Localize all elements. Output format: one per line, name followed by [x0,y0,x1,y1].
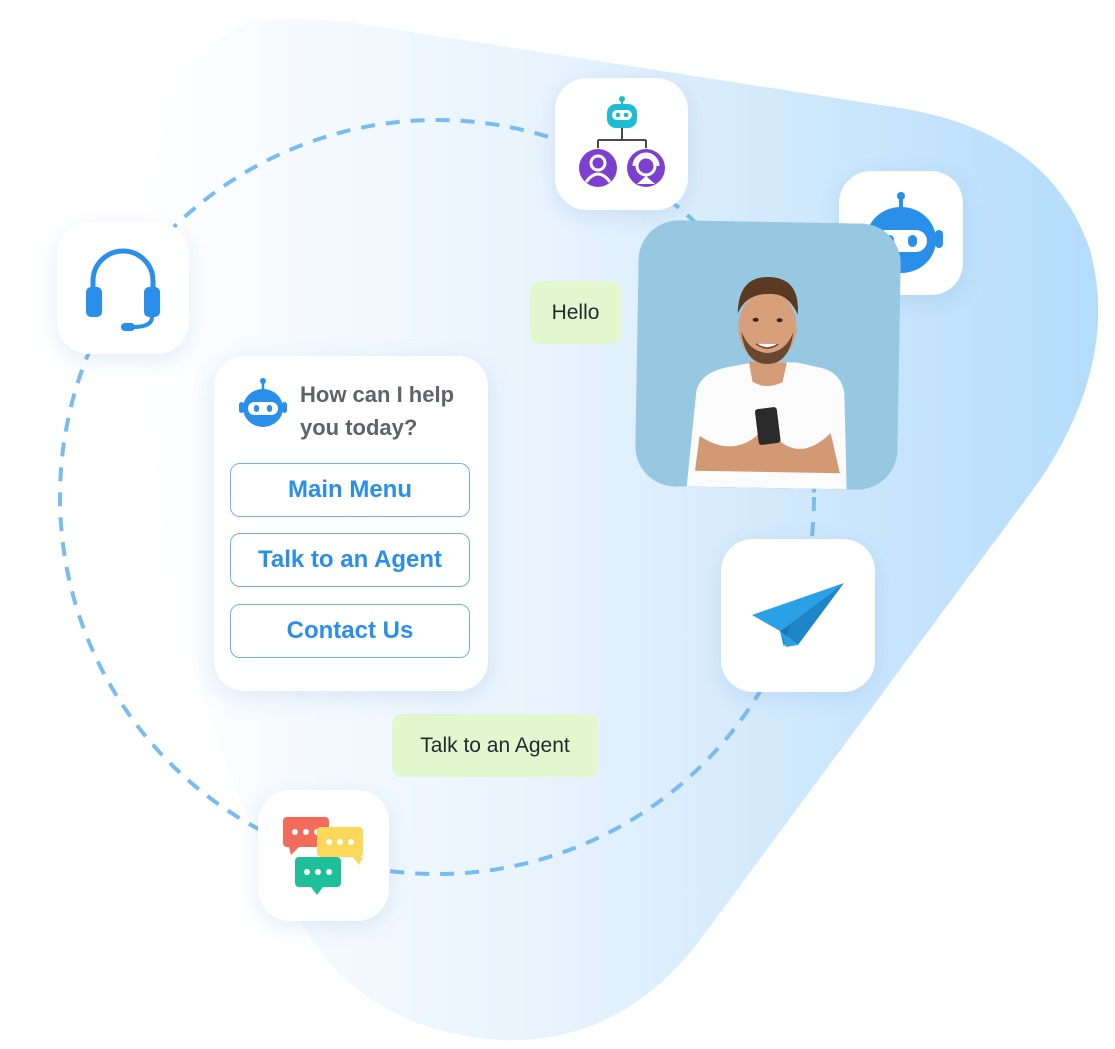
bot-routing-icon [578,96,665,187]
chat-widget-card: How can I help you today? Main Menu Talk… [214,356,488,691]
headset-tile[interactable] [57,222,189,354]
headset-icon [86,248,160,331]
send-tile[interactable] [721,539,875,692]
bot-routing-tile[interactable] [555,78,688,210]
agent-reply-text: Talk to an Agent [420,733,570,757]
talk-to-agent-button[interactable]: Talk to an Agent [230,533,470,587]
contact-us-button[interactable]: Contact Us [230,604,470,658]
smiling-man-with-phone-image [634,219,902,491]
user-photo [634,219,902,491]
robot-icon [239,378,287,427]
main-menu-button[interactable]: Main Menu [230,463,470,517]
agent-reply-bubble: Talk to an Agent [392,714,598,777]
chat-bubbles-icon [282,816,363,895]
chat-bubbles-tile[interactable] [258,790,389,921]
hello-bubble: Hello [530,281,621,344]
hello-text: Hello [551,300,600,324]
dashed-circle [58,118,816,876]
card-question: How can I help you today? [300,382,455,440]
paper-plane-icon [752,582,844,647]
